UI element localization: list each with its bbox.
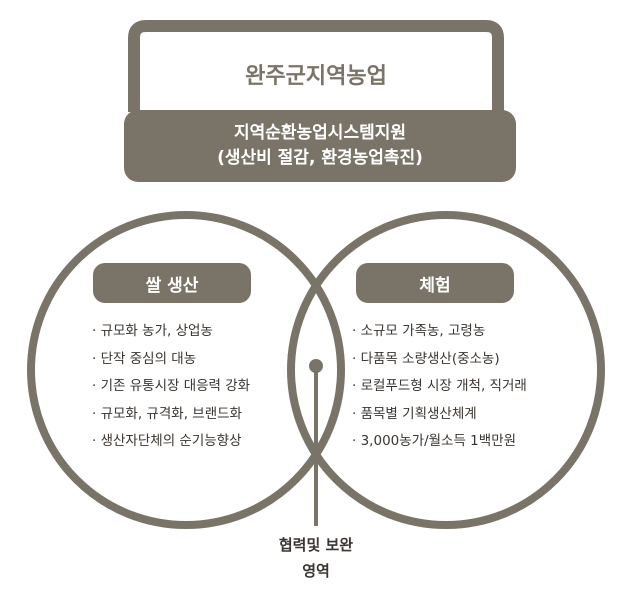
experience-list: 소규모 가족농, 고령농 다품목 소량생산(중소농) 로컬푸드형 시장 개척, …: [352, 318, 527, 456]
overlap-pointer-dot: [309, 359, 323, 373]
left-circle: [27, 211, 345, 529]
list-item: 다품목 소량생산(중소농): [352, 346, 527, 374]
system-support-title: 지역순환농업시스템지원: [233, 123, 407, 143]
right-circle: [287, 211, 605, 529]
overlap-label-line1: 협력및 보완: [278, 536, 354, 554]
rice-production-list: 규모화 농가, 상업농 단작 중심의 대농 기존 유통시장 대응력 강화 규모화…: [92, 318, 251, 456]
rice-production-header: 쌀 생산: [93, 263, 251, 303]
system-support-subtitle: (생산비 절감, 환경농업촉진): [217, 148, 423, 168]
list-item: 단작 중심의 대농: [92, 346, 250, 374]
list-item: 생산자단체의 순기능향상: [92, 428, 250, 456]
list-item: 규모화, 규격화, 브랜드화: [92, 401, 250, 429]
list-item: 소규모 가족농, 고령농: [352, 318, 527, 346]
overlap-label: 협력및 보완 영역: [236, 532, 396, 584]
system-support-box: 지역순환농업시스템지원 (생산비 절감, 환경농업촉진): [124, 110, 516, 182]
overlap-label-line2: 영역: [302, 562, 330, 580]
list-item: 3,000농가/월소득 1백만원: [352, 428, 527, 456]
list-item: 규모화 농가, 상업농: [92, 318, 250, 346]
region-title: 완주군지역농업: [245, 64, 387, 89]
experience-header: 체험: [356, 263, 514, 303]
list-item: 품목별 기획생산체계: [352, 401, 527, 429]
top-bracket: [128, 20, 504, 112]
list-item: 로컬푸드형 시장 개척, 직거래: [352, 373, 527, 401]
list-item: 기존 유통시장 대응력 강화: [92, 373, 251, 401]
